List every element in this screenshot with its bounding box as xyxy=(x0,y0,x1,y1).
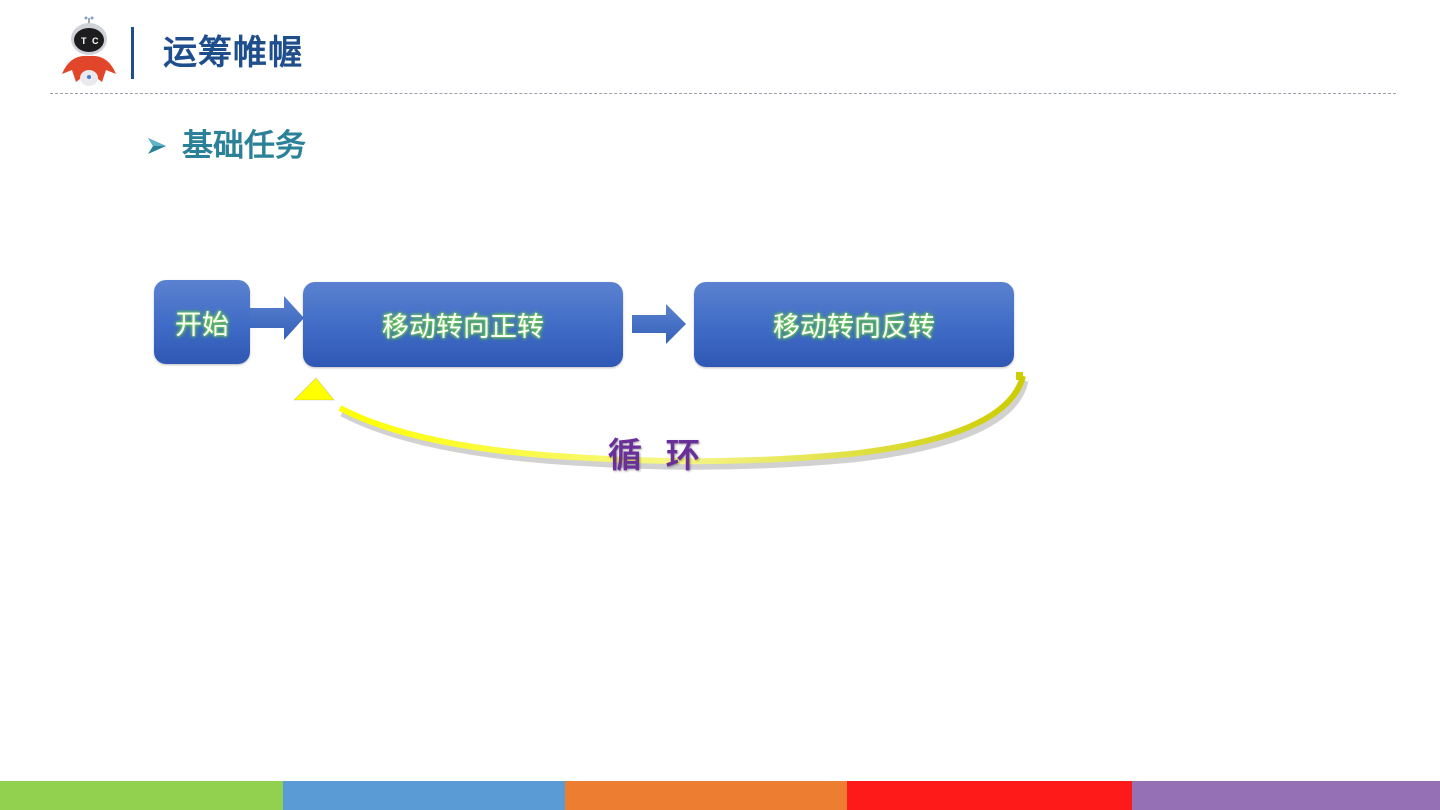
header-divider xyxy=(50,93,1396,94)
page-title: 运筹帷幄 xyxy=(163,33,303,73)
node-label: 移动转向正转 xyxy=(382,312,544,343)
footer-segment-green xyxy=(0,781,283,810)
section-title: 基础任务 xyxy=(182,128,306,164)
arrowhead-bullet-icon xyxy=(148,138,166,154)
robot-mascot-icon: T C xyxy=(62,16,116,86)
footer-segment-blue xyxy=(283,781,565,810)
right-arrow-icon xyxy=(250,296,304,340)
svg-text:C: C xyxy=(92,36,99,46)
footer-color-bar xyxy=(0,781,1440,810)
node-label: 移动转向反转 xyxy=(773,312,935,343)
footer-segment-orange xyxy=(565,781,847,810)
section-heading: 基础任务 xyxy=(146,126,306,166)
loop-curved-arrow-icon xyxy=(292,372,1029,470)
footer-segment-purple xyxy=(1132,781,1440,810)
footer-segment-red xyxy=(847,781,1132,810)
node-label: 开始 xyxy=(175,309,229,341)
loop-label: 循 环 xyxy=(608,436,706,476)
flow-node-start: 开始 xyxy=(154,280,250,364)
right-arrow-icon xyxy=(632,304,686,344)
svg-text:T: T xyxy=(81,36,87,46)
title-separator xyxy=(131,27,134,79)
flow-node-reverse-turn: 移动转向反转 xyxy=(694,282,1014,367)
flow-node-forward-turn: 移动转向正转 xyxy=(303,282,623,367)
